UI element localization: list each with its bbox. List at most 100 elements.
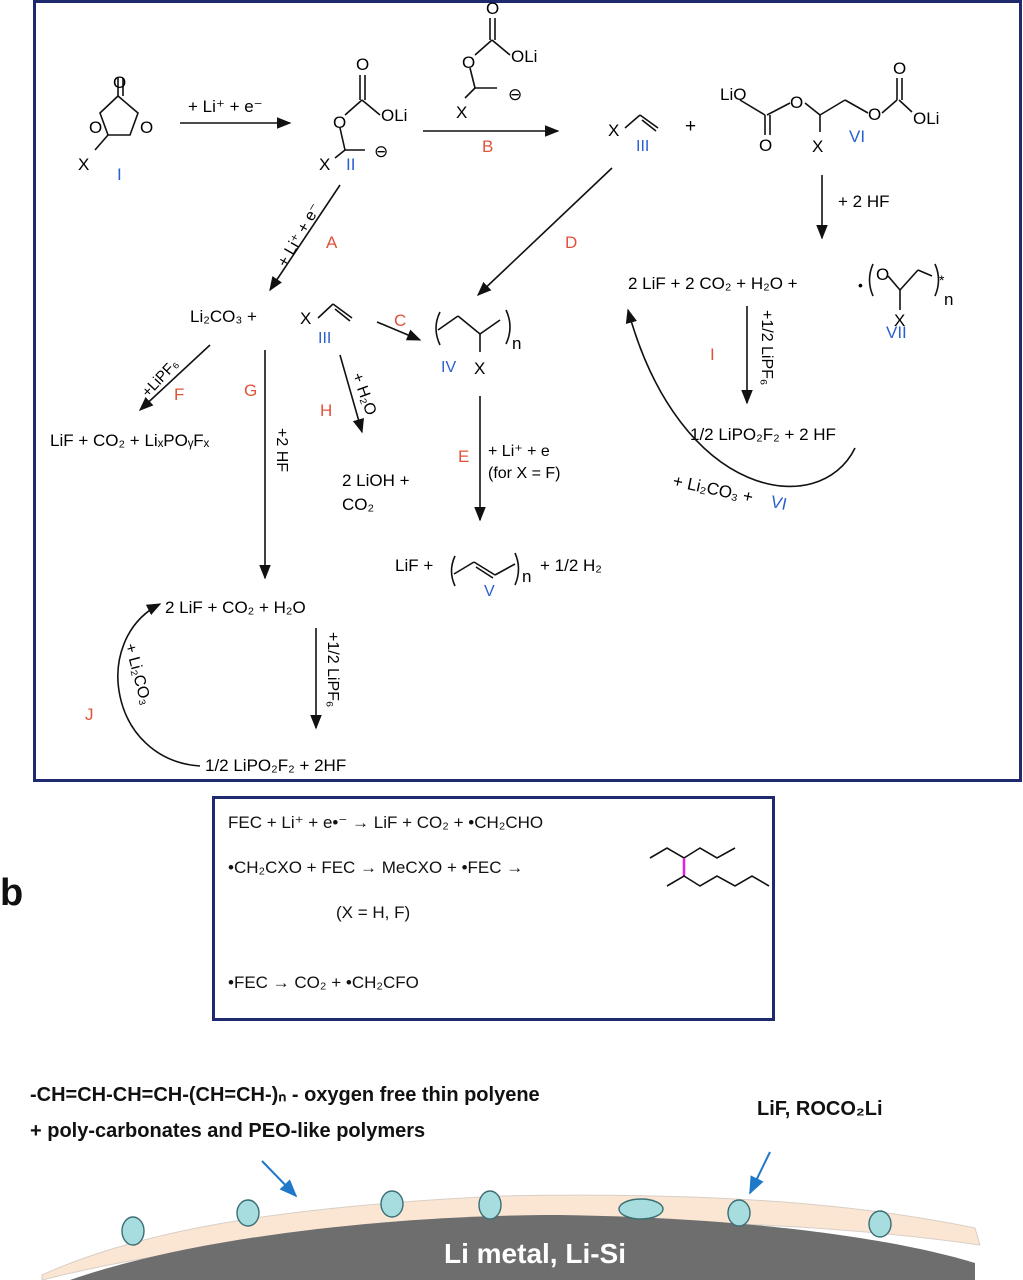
reagent-half-lipf6-right: +1/2 LiPF₆: [758, 310, 775, 385]
I-ring-o1: O: [89, 118, 102, 137]
B-o: O: [462, 53, 475, 72]
svg-text:VI: VI: [769, 492, 789, 514]
sei-left-label-1: -CH=CH-CH=CH-(CH=CH-)ₙ - oxygen free thi…: [30, 1084, 540, 1106]
compound-VI: [739, 78, 913, 135]
VI-oli: OLi: [913, 109, 939, 128]
I-ring-o2: O: [140, 118, 153, 137]
VII-star-r: *: [939, 272, 945, 288]
III-top-x: X: [608, 121, 619, 140]
II-x: X: [319, 155, 330, 174]
step-D: D: [565, 233, 577, 252]
B-reagent: [464, 18, 511, 99]
reagent-2hf: + 2 HF: [838, 192, 890, 211]
VI-o1: O: [790, 93, 803, 112]
compound-II: [334, 75, 381, 159]
B-anion: ⊖: [508, 85, 522, 104]
label-VII: VII: [886, 323, 907, 342]
arrow-to-particle: [749, 1151, 771, 1195]
VI-lio: LiO: [720, 85, 746, 104]
compound-VII: [868, 263, 940, 310]
skeletal-structure: [649, 847, 770, 887]
li-metal-label: Li metal, Li-Si: [444, 1238, 626, 1269]
particle: [727, 1199, 751, 1227]
step-E: E: [458, 447, 469, 466]
svg-text:+ Li₂CO₃ +: + Li₂CO₃ +: [671, 471, 755, 507]
arrow-recycle-right: [625, 308, 856, 488]
arrow-C: [376, 321, 422, 341]
sei-left-label-2: + poly-carbonates and PEO-like polymers: [30, 1120, 426, 1142]
B-oxo: O: [486, 0, 499, 18]
II-anion: ⊖: [374, 142, 388, 161]
b-line-2: •CH₂CXO + FEC → MeCXO + •FEC →: [228, 858, 524, 877]
right-lipo2f2: 1/2 LiPO₂F₂ + 2 HF: [690, 425, 836, 444]
particle: [618, 1198, 664, 1220]
reagent-2hf-G: +2 HF: [273, 428, 290, 472]
VII-n: n: [944, 290, 953, 309]
compound-V: [450, 552, 520, 587]
plus-top: +: [685, 116, 696, 137]
reagent-E-1: + Li⁺ + e: [488, 443, 550, 460]
arrow-to-film: [261, 1160, 298, 1198]
panel-b-frame: [212, 796, 775, 1021]
step-C: C: [394, 311, 406, 330]
reagent-A: + Li⁺ + e⁻: [275, 201, 325, 270]
reagent-li2co3-J: + Li₂CO₃: [121, 642, 154, 707]
label-V: V: [484, 583, 495, 600]
VI-oxo2: O: [893, 59, 906, 78]
step-G: G: [244, 381, 257, 400]
particle: [121, 1216, 145, 1246]
VII-star-l: •: [858, 277, 863, 293]
IV-n: n: [512, 334, 521, 353]
b-line-3: (X = H, F): [336, 903, 411, 922]
products-H-1: 2 LiOH +: [342, 471, 410, 490]
VI-x: X: [812, 137, 823, 156]
li2co3-plus: Li₂CO₃ +: [190, 307, 257, 326]
II-o: O: [333, 113, 346, 132]
VII-x: X: [894, 311, 905, 330]
li-substrate: [70, 1215, 975, 1280]
V-n: n: [522, 567, 531, 586]
step-J: J: [85, 705, 94, 724]
E-lif: LiF +: [395, 556, 433, 575]
VI-oxo1: O: [759, 136, 772, 155]
panel-b-label: b: [0, 872, 24, 914]
I-x: X: [78, 155, 89, 174]
step-I: I: [710, 345, 715, 364]
reagent-E-2: (for X = F): [488, 465, 560, 482]
arrow-H: [339, 354, 364, 434]
particle: [868, 1210, 892, 1238]
label-III-mid: III: [318, 330, 331, 347]
products-H-2: CO₂: [342, 495, 374, 514]
compound-III-mid: [317, 303, 353, 322]
b-line-1: FEC + Li⁺ + e•⁻ → LiF + CO₂ + •CH₂CHO: [228, 813, 544, 832]
III-mid-x: X: [300, 309, 311, 328]
VI-o2: O: [868, 105, 881, 124]
step-B: B: [482, 137, 493, 156]
reagent-li2co3-vi: + Li₂CO₃ + VI: [671, 471, 788, 514]
arrow-A: [269, 184, 341, 292]
E-h2: + 1/2 H₂: [540, 556, 602, 575]
VII-o: O: [876, 265, 889, 284]
left-products: 2 LiF + CO₂ + H₂O: [165, 598, 306, 617]
arrow-J: [117, 603, 201, 767]
label-III-top: III: [636, 138, 649, 155]
reaction-scheme: O O O X I + Li⁺ + e⁻ O O OLi X II ⊖: [50, 0, 953, 775]
compound-IV: [435, 309, 511, 352]
reagent-half-lipf6-left: +1/2 LiPF₆: [324, 632, 341, 707]
sei-illustration: Li metal, Li-Si: [41, 1151, 981, 1280]
step1-reagents: + Li⁺ + e⁻: [188, 97, 263, 116]
label-IV: IV: [441, 359, 456, 376]
label-II: II: [346, 155, 355, 174]
particle: [236, 1199, 260, 1227]
IV-x: X: [474, 359, 485, 378]
particle: [380, 1190, 404, 1218]
compound-III-top: [624, 114, 659, 132]
arrow-D: [476, 167, 613, 296]
label-VI: VI: [849, 127, 865, 146]
B-x: X: [456, 103, 467, 122]
I-oxo: O: [113, 73, 126, 92]
particle: [478, 1190, 502, 1220]
II-oxo: O: [356, 55, 369, 74]
arrow-F: [138, 344, 211, 411]
step-H: H: [320, 401, 332, 420]
